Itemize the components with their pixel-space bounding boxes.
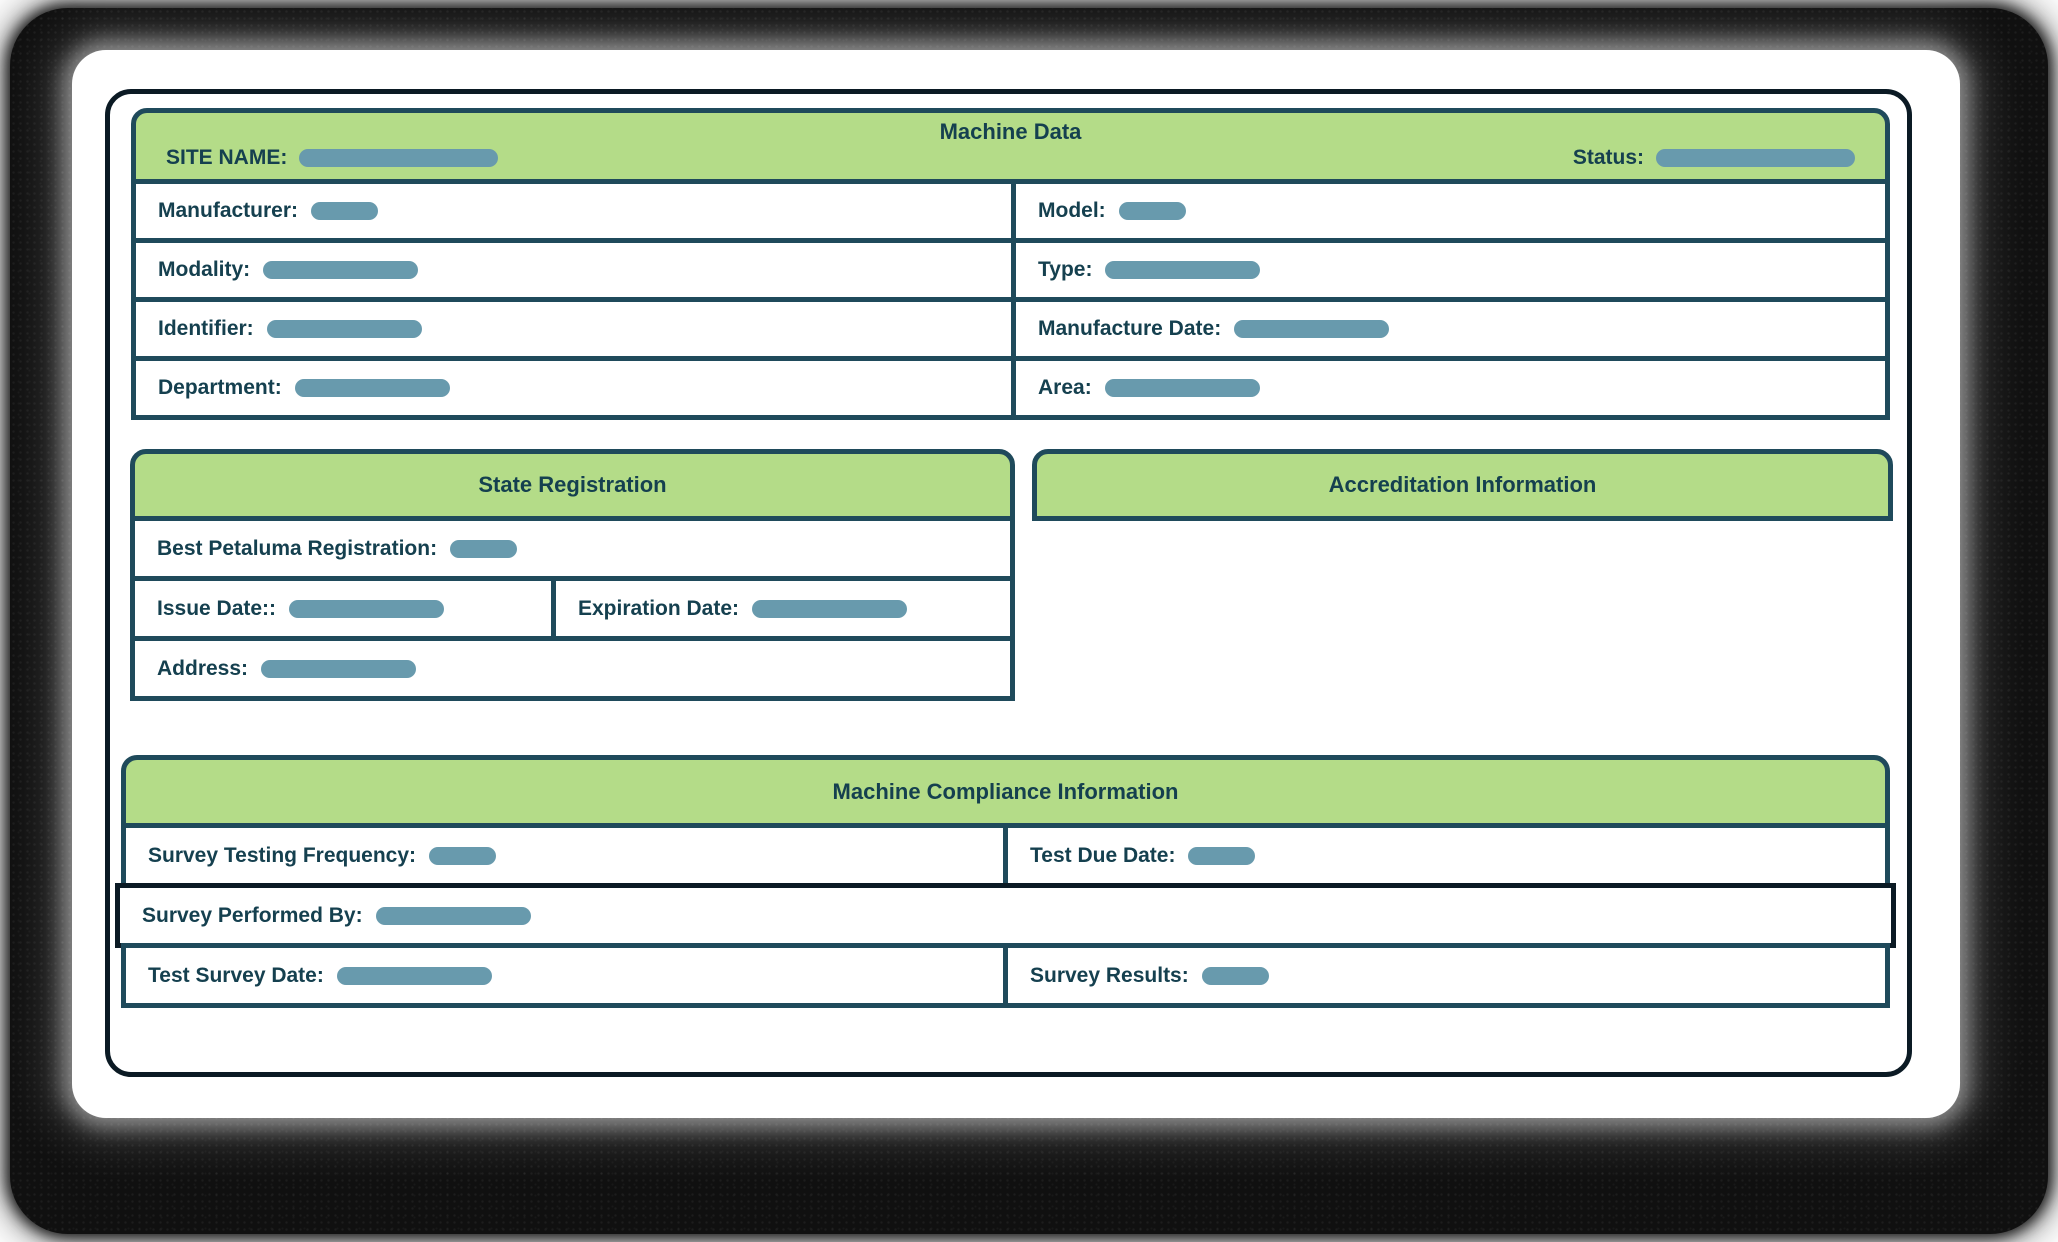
modality-redacted-pill <box>263 261 419 279</box>
site-name-label: SITE NAME: <box>166 146 288 169</box>
area-redacted-pill <box>1104 379 1260 397</box>
manufacturer-redacted-pill <box>311 202 379 220</box>
address-cell: Address: <box>130 636 1015 701</box>
type-label: Type: <box>1038 258 1093 281</box>
machine-data-row-4: Department: Area: <box>131 356 1890 420</box>
manufacture-date-label: Manufacture Date: <box>1038 317 1222 340</box>
modality-cell: Modality: <box>131 238 1016 302</box>
accreditation-section: Accreditation Information <box>1032 449 1893 521</box>
machine-data-row-2: Modality: Type: <box>131 238 1890 302</box>
issue-date-redacted-pill <box>289 599 445 618</box>
state-registration-row-1: Best Petaluma Registration: <box>130 516 1015 581</box>
expiration-date-label: Expiration Date: <box>578 596 740 620</box>
area-label: Area: <box>1038 376 1092 399</box>
expiration-date-cell: Expiration Date: <box>551 576 1015 641</box>
machine-data-section: Machine Data SITE NAME: Status: Manufact… <box>131 108 1890 420</box>
state-registration-title: State Registration <box>478 472 667 497</box>
department-label: Department: <box>158 376 282 399</box>
issue-date-cell: Issue Date:: <box>130 576 556 641</box>
issue-date-label: Issue Date:: <box>157 596 277 620</box>
department-cell: Department: <box>131 356 1016 420</box>
state-registration-row-2: Issue Date:: Expiration Date: <box>130 576 1015 641</box>
accreditation-title: Accreditation Information <box>1328 472 1597 497</box>
survey-performed-by-label: Survey Performed By: <box>142 903 363 927</box>
test-survey-date-redacted-pill <box>336 966 492 985</box>
machine-compliance-section: Machine Compliance Information Survey Te… <box>115 755 1896 1008</box>
identifier-redacted-pill <box>266 320 422 338</box>
survey-results-redacted-pill <box>1201 966 1269 985</box>
state-registration-section: State Registration Best Petaluma Registr… <box>130 449 1015 701</box>
type-redacted-pill <box>1105 261 1261 279</box>
type-cell: Type: <box>1011 238 1890 302</box>
area-cell: Area: <box>1011 356 1890 420</box>
best-petaluma-registration-label: Best Petaluma Registration: <box>157 536 438 560</box>
manufacturer-cell: Manufacturer: <box>131 179 1016 243</box>
machine-data-row-1: Manufacturer: Model: <box>131 179 1890 243</box>
test-due-date-label: Test Due Date: <box>1030 843 1176 867</box>
survey-performed-by-cell: Survey Performed By: <box>115 883 1896 948</box>
manufacturer-label: Manufacturer: <box>158 199 299 222</box>
status-label: Status: <box>1572 146 1644 169</box>
survey-performed-by-redacted-pill <box>375 906 531 925</box>
machine-data-row-3: Identifier: Manufacture Date: <box>131 297 1890 361</box>
model-redacted-pill <box>1118 202 1186 220</box>
status-field: Status: <box>1573 146 1855 170</box>
machine-data-title: Machine Data <box>939 119 1082 144</box>
machine-compliance-title: Machine Compliance Information <box>832 778 1179 804</box>
form-frame <box>105 89 1912 1077</box>
manufacture-date-redacted-pill <box>1234 320 1390 338</box>
modality-label: Modality: <box>158 258 251 281</box>
survey-testing-frequency-redacted-pill <box>429 846 497 865</box>
department-redacted-pill <box>294 379 450 397</box>
state-registration-header: State Registration <box>130 449 1015 521</box>
machine-compliance-header: Machine Compliance Information <box>121 755 1890 828</box>
survey-testing-frequency-label: Survey Testing Frequency: <box>148 843 417 867</box>
machine-compliance-row-3: Test Survey Date: Survey Results: <box>121 943 1890 1008</box>
state-registration-row-3: Address: <box>130 636 1015 701</box>
status-redacted-pill <box>1656 149 1855 167</box>
best-petaluma-registration-redacted-pill <box>450 539 518 558</box>
machine-data-subheader-row: SITE NAME: Status: <box>166 146 1855 170</box>
model-cell: Model: <box>1011 179 1890 243</box>
site-name-field: SITE NAME: <box>166 146 499 170</box>
survey-testing-frequency-cell: Survey Testing Frequency: <box>121 823 1008 888</box>
address-redacted-pill <box>261 659 417 678</box>
site-name-redacted-pill <box>299 149 499 167</box>
survey-results-cell: Survey Results: <box>1003 943 1890 1008</box>
manufacture-date-cell: Manufacture Date: <box>1011 297 1890 361</box>
best-petaluma-registration-cell: Best Petaluma Registration: <box>130 516 1015 581</box>
expiration-date-redacted-pill <box>752 599 908 618</box>
survey-results-label: Survey Results: <box>1030 963 1189 987</box>
test-survey-date-label: Test Survey Date: <box>148 963 324 987</box>
test-survey-date-cell: Test Survey Date: <box>121 943 1008 1008</box>
identifier-cell: Identifier: <box>131 297 1016 361</box>
accreditation-header: Accreditation Information <box>1032 449 1893 521</box>
model-label: Model: <box>1038 199 1106 222</box>
machine-compliance-row-1: Survey Testing Frequency: Test Due Date: <box>121 823 1890 888</box>
test-due-date-redacted-pill <box>1188 846 1256 865</box>
identifier-label: Identifier: <box>158 317 254 340</box>
address-label: Address: <box>157 656 249 680</box>
test-due-date-cell: Test Due Date: <box>1003 823 1890 888</box>
machine-data-header: Machine Data SITE NAME: Status: <box>131 108 1890 184</box>
machine-compliance-row-2: Survey Performed By: <box>115 883 1896 948</box>
